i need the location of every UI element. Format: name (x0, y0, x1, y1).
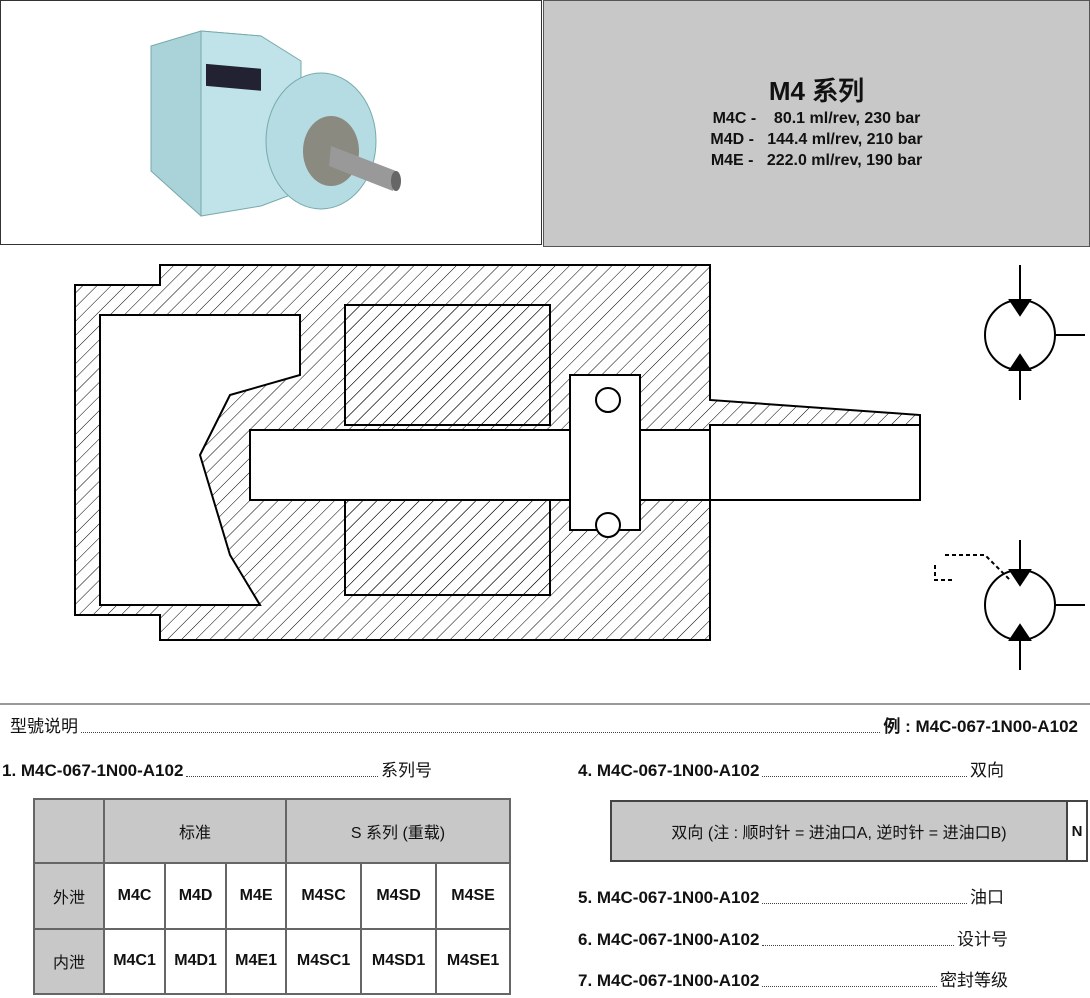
cell: M4D (164, 862, 228, 930)
item-code: 5. M4C-067-1N00-A102 (578, 888, 760, 907)
header-s-series: S 系列 (重载) (285, 798, 511, 864)
cell: M4SD1 (360, 927, 438, 995)
item-code: 6. M4C-067-1N00-A102 (578, 930, 760, 949)
item-desc: 密封等级 (940, 971, 1008, 990)
model-item-7: 7. M4C-067-1N00-A102 密封等级 (578, 966, 1008, 991)
motor-symbol-2 (934, 540, 1085, 670)
divider (0, 703, 1090, 705)
cell: M4SE (435, 862, 511, 930)
item-desc: 油口 (970, 888, 1004, 907)
series-table: 标准 S 系列 (重载) 外泄 M4C M4D M4E M4SC M4SD M4… (33, 798, 511, 995)
product-photo-panel (0, 0, 542, 245)
table-row: 内泄 M4C1 M4D1 M4E1 M4SC1 M4SD1 M4SE1 (33, 927, 511, 995)
cell: M4D1 (164, 927, 228, 995)
spec-m4d: M4D - 144.4 ml/rev, 210 bar (710, 131, 923, 148)
cell: M4C (102, 862, 167, 930)
header-standard: 标准 (102, 798, 288, 864)
cell: M4E (225, 862, 288, 930)
cell: M4C1 (102, 927, 167, 995)
direction-description: 双向 (注 : 顺时针 = 进油口A, 逆时针 = 进油口B) (610, 800, 1068, 862)
item-code: 4. M4C-067-1N00-A102 (578, 761, 760, 780)
item-desc: 设计号 (957, 930, 1008, 949)
direction-code: N (1066, 800, 1088, 862)
pump-photo (150, 30, 401, 217)
model-item-6: 6. M4C-067-1N00-A102 设计号 (578, 925, 1008, 950)
cell: M4E1 (225, 927, 288, 995)
model-example: 例 : M4C-067-1N00-A102 (883, 717, 1078, 736)
spec-m4c: M4C - 80.1 ml/rev, 230 bar (712, 110, 921, 127)
model-heading: 型號说明 (10, 717, 78, 736)
motor-symbol-1 (984, 265, 1085, 400)
model-item-1: 1. M4C-067-1N00-A102 系列号 (2, 756, 432, 781)
model-heading-row: 型號说明 例 : M4C-067-1N00-A102 (10, 712, 1078, 737)
series-title: M4 系列 (768, 76, 865, 106)
cell: M4SC (285, 862, 363, 930)
item-code: 7. M4C-067-1N00-A102 (578, 971, 760, 990)
cell: M4SC1 (285, 927, 363, 995)
series-title-panel: M4 系列 M4C - 80.1 ml/rev, 230 bar M4D - 1… (543, 0, 1090, 247)
cell: M4SD (360, 862, 438, 930)
cell: M4SE1 (435, 927, 511, 995)
item-code: 1. M4C-067-1N00-A102 (2, 761, 184, 780)
spec-m4e: M4E - 222.0 ml/rev, 190 bar (710, 152, 923, 169)
row-label: 内泄 (33, 927, 105, 995)
table-row: 外泄 M4C M4D M4E M4SC M4SD M4SE (33, 862, 511, 930)
item-desc: 系列号 (381, 761, 432, 780)
row-label: 外泄 (33, 862, 105, 930)
model-item-5: 5. M4C-067-1N00-A102 油口 (578, 883, 1004, 908)
cross-section-drawing (74, 264, 1085, 670)
model-item-4: 4. M4C-067-1N00-A102 双向 (578, 756, 1004, 781)
item-desc: 双向 (970, 761, 1004, 780)
